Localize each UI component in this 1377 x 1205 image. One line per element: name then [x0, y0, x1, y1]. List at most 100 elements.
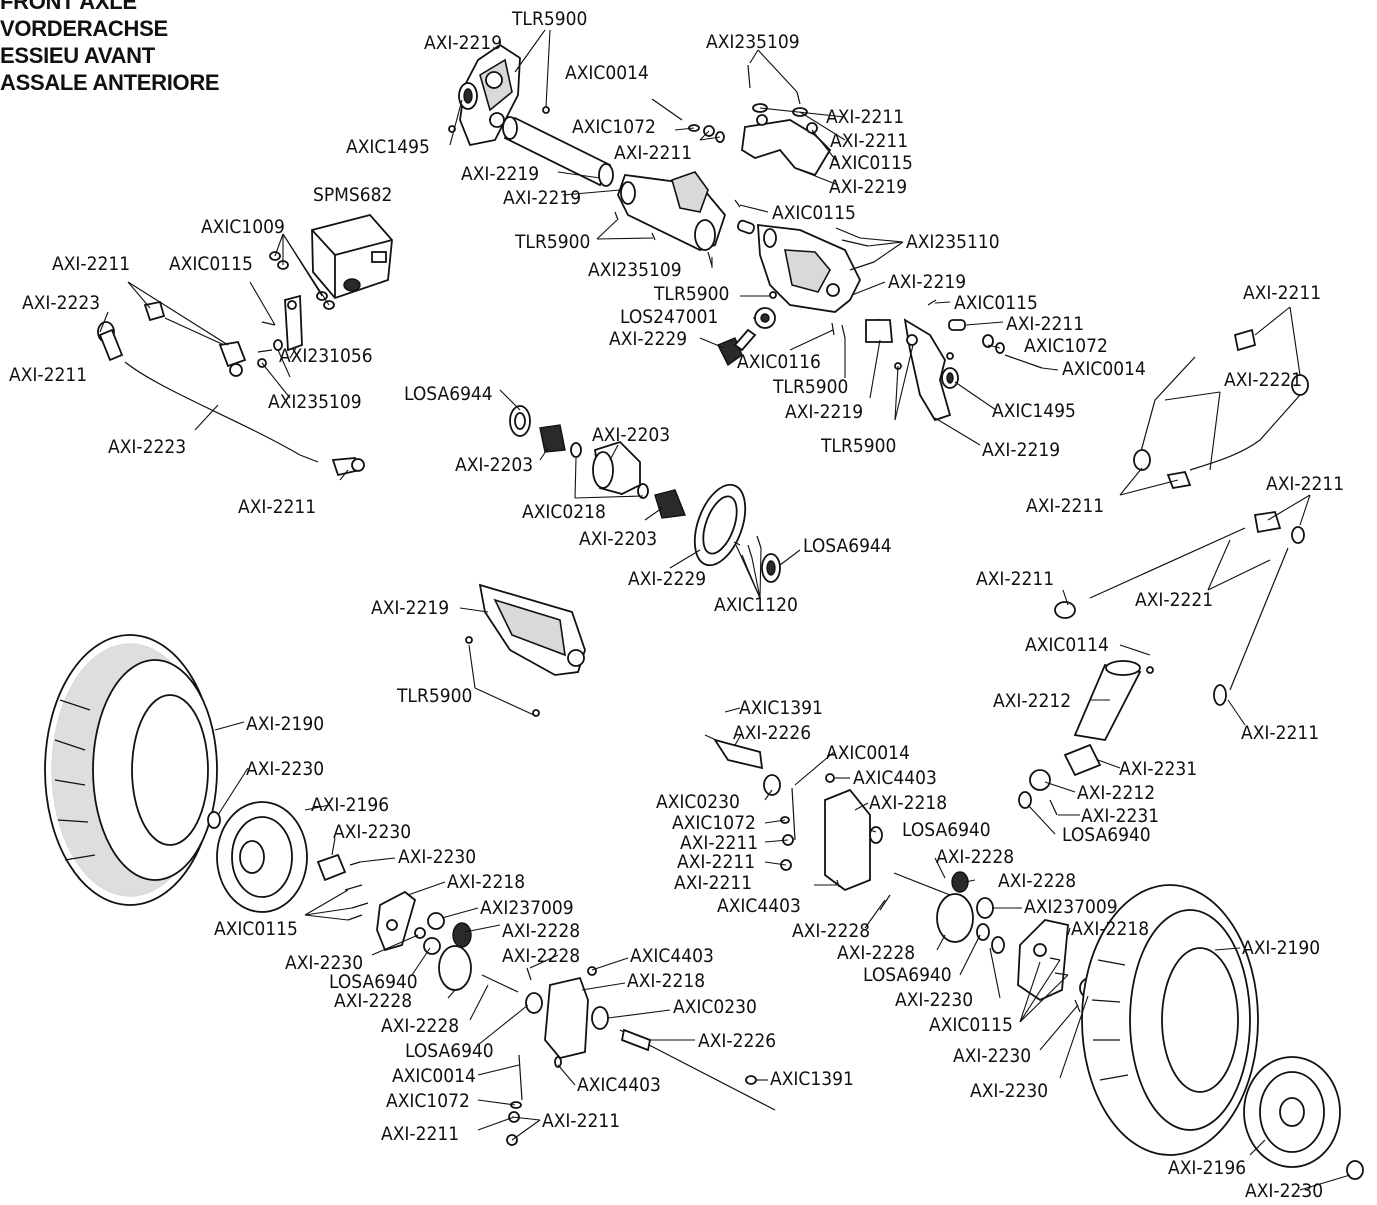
part-label: AXI-2230	[398, 846, 476, 868]
part-label: AXIC1009	[201, 216, 285, 238]
part-label: AXI-2228	[502, 945, 580, 967]
part-label: AXI-2228	[381, 1015, 459, 1037]
part-label: AXI-2211	[1243, 282, 1321, 304]
part-label: AXIC0230	[656, 791, 740, 813]
part-label: AXI-2228	[792, 920, 870, 942]
part-label: AXI-2211	[826, 106, 904, 128]
part-label: AXI-2203	[579, 528, 657, 550]
part-label: AXI-2226	[733, 722, 811, 744]
part-label: TLR5900	[772, 376, 848, 398]
part-label: AXIC1072	[386, 1090, 470, 1112]
part-label: AXIC1072	[672, 812, 756, 834]
part-label: AXI-2196	[1168, 1157, 1246, 1179]
axle-housing-left-illustration	[617, 171, 727, 251]
part-label: AXI-2211	[830, 130, 908, 152]
part-label: TLR5900	[514, 231, 590, 253]
part-label: AXI-2211	[1006, 313, 1084, 335]
part-number-labels: TLR5900 AXI-2219 AXI235109 AXIC0014 AXIC…	[9, 8, 1344, 1202]
part-label: AXIC1120	[714, 594, 798, 616]
part-label: AXI-2226	[698, 1030, 776, 1052]
part-label: AXI-2223	[108, 436, 186, 458]
part-label: AXI-2196	[311, 794, 389, 816]
part-label: AXI-2231	[1119, 758, 1197, 780]
part-label: AXI-2211	[381, 1123, 459, 1145]
part-label: AXI-2211	[1241, 722, 1319, 744]
part-label: AXI-2230	[285, 952, 363, 974]
part-label: AXI-2229	[609, 328, 687, 350]
part-label: LOSA6940	[329, 971, 418, 993]
part-label: LOSA6940	[405, 1040, 494, 1062]
part-label: AXIC1072	[1024, 335, 1108, 357]
part-label: AXI231056	[279, 345, 373, 367]
part-label: AXI-2219	[888, 271, 966, 293]
part-label: AXI-2218	[447, 871, 525, 893]
title-line-french: ESSIEU AVANT	[0, 43, 155, 68]
part-label: AXI-2219	[829, 176, 907, 198]
part-label: AXIC0115	[829, 152, 913, 174]
part-label: AXIC0218	[522, 501, 606, 523]
part-label: AXI-2219	[371, 597, 449, 619]
knuckle-center-illustration	[704, 734, 1005, 954]
part-drawings	[44, 43, 1364, 1180]
part-label: AXI-2203	[455, 454, 533, 476]
part-label: AXI-2228	[998, 870, 1076, 892]
link-mount-right-illustration	[865, 299, 1043, 422]
diff-cover-illustration	[465, 583, 586, 717]
driveshaft-illustration	[1018, 660, 1142, 816]
part-label: AXI-2211	[614, 142, 692, 164]
title-line-english: FRONT AXLE	[0, 0, 137, 14]
part-label: AXI-2219	[424, 32, 502, 54]
part-label: AXI-2228	[334, 990, 412, 1012]
part-label: AXIC4403	[853, 767, 937, 789]
part-label: AXI-2230	[1245, 1180, 1323, 1202]
part-label: LOS247001	[620, 306, 718, 328]
part-label: AXIC1495	[346, 136, 430, 158]
part-label: AXI-2190	[1242, 937, 1320, 959]
part-label: AXI-2230	[953, 1045, 1031, 1067]
part-label: LOSA6944	[803, 535, 892, 557]
part-label: AXI-2211	[976, 568, 1054, 590]
part-label: AXIC0115	[169, 253, 253, 275]
title-line-german: VORDERACHSE	[0, 16, 168, 41]
diagram-title: FRONT AXLE VORDERACHSE ESSIEU AVANT ASSA…	[0, 0, 220, 96]
part-label: AXIC1072	[572, 116, 656, 138]
part-label: AXI-2211	[1026, 495, 1104, 517]
part-label: TLR5900	[820, 435, 896, 457]
part-label: AXI235109	[588, 259, 682, 281]
part-label: AXI-2230	[895, 989, 973, 1011]
wheel-left-illustration	[207, 801, 361, 913]
title-line-italian: ASSALE ANTERIORE	[0, 70, 220, 95]
axle-tube-illustration	[502, 116, 614, 187]
servo-illustration	[269, 213, 393, 310]
part-label: AXI-2228	[837, 942, 915, 964]
upper-link-mount-illustration	[741, 103, 832, 177]
part-label: AXI-2212	[993, 690, 1071, 712]
part-label: AXIC0115	[954, 292, 1038, 314]
part-label: AXIC0115	[772, 202, 856, 224]
servo-horn-illustration	[257, 294, 303, 368]
part-label: TLR5900	[511, 8, 587, 30]
part-label: AXI-2211	[677, 851, 755, 873]
part-label: AXIC1391	[739, 697, 823, 719]
part-label: AXI-2219	[785, 401, 863, 423]
leader-lines	[99, 29, 1351, 1191]
tire-right-illustration	[1081, 884, 1259, 1156]
part-label: LOSA6940	[863, 964, 952, 986]
part-label: AXI237009	[1024, 896, 1118, 918]
part-label: AXIC0014	[826, 742, 910, 764]
wheel-right-illustration	[1243, 1056, 1364, 1180]
part-label: AXIC0115	[929, 1014, 1013, 1036]
part-label: AXI-2218	[627, 970, 705, 992]
tire-left-illustration	[44, 634, 218, 906]
part-label: AXI-2229	[628, 568, 706, 590]
part-label: AXI-2219	[461, 163, 539, 185]
pinion-gear-illustration	[717, 307, 846, 367]
part-label: AXI-2223	[22, 292, 100, 314]
part-label: LOSA6940	[902, 819, 991, 841]
part-label: AXIC0014	[392, 1065, 476, 1087]
part-label: AXI-2231	[1081, 805, 1159, 827]
part-label: AXIC0014	[565, 62, 649, 84]
part-label: AXI-2218	[869, 792, 947, 814]
part-label: AXI237009	[480, 897, 574, 919]
